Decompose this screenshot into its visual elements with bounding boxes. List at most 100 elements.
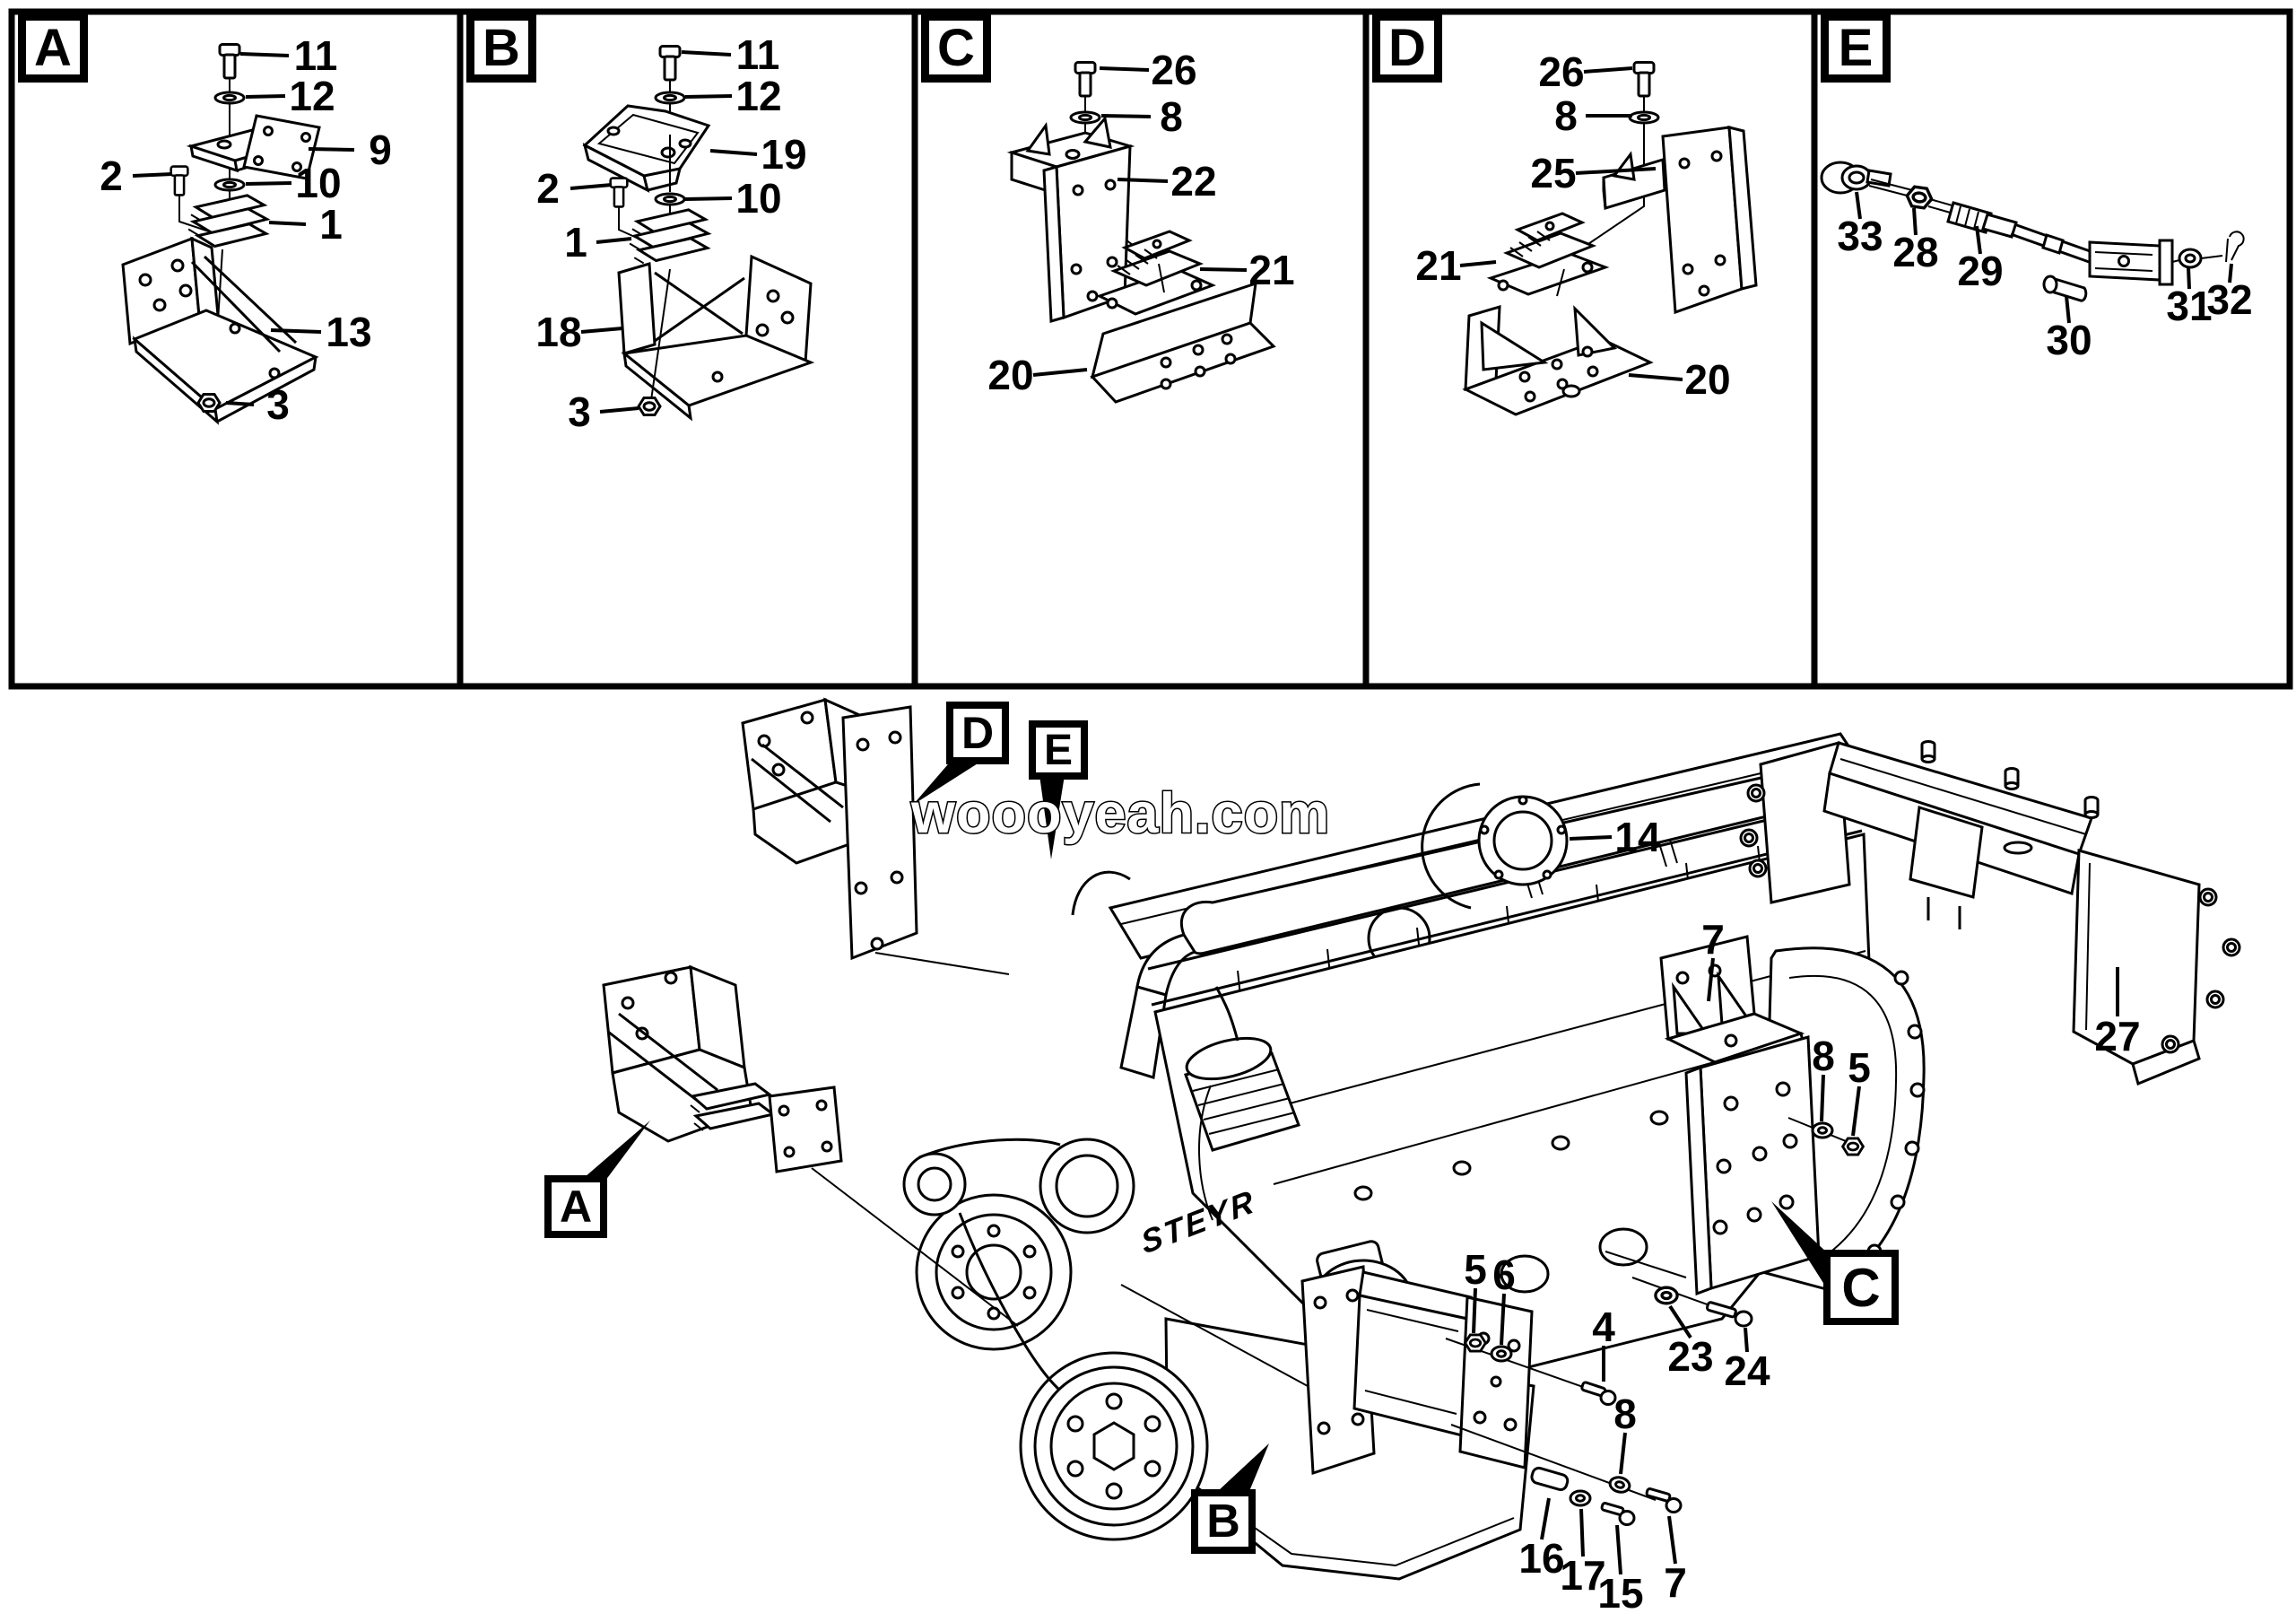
part-callout-6: 6 [1492,1251,1516,1298]
callout-leader-line [1707,957,1715,1002]
part-callout-1: 1 [319,201,343,248]
callout-leader-line [1199,267,1248,272]
part-callout-8: 8 [1613,1391,1637,1437]
callout-leader-line [1569,835,1613,841]
part-callout-20: 20 [987,352,1033,398]
callout-leader-line [245,181,292,186]
callout-leader-line [709,149,758,156]
part-callout-12: 12 [289,73,335,119]
callout-leader-line [1619,1432,1627,1475]
callout-leader-line [1472,1287,1477,1334]
callout-leader-line [580,327,623,334]
part-callout-28: 28 [1892,229,1938,275]
callout-leader-line [2187,266,2191,290]
callout-leader-line [1744,1327,1749,1353]
marker-letter: E [1043,726,1073,774]
part-callout-21: 21 [1248,247,1294,293]
part-callout-2: 2 [536,165,560,212]
panel-letter: A [34,18,72,77]
callout-leader-line [684,94,733,99]
part-callout-19: 19 [761,131,806,178]
part-callout-26: 26 [1538,48,1584,95]
callout-leader-line [570,183,613,190]
panel-label-d: D [1372,13,1442,83]
part-callout-23: 23 [1667,1333,1713,1380]
part-callout-10: 10 [735,175,781,222]
callout-leader-line [1459,260,1497,267]
panel-letter: D [1388,18,1426,77]
callout-leader-line [1851,1086,1861,1137]
panel-d-illustration [1462,61,1758,416]
callout-leader-line [1668,1304,1692,1339]
part-callout-21: 21 [1415,242,1461,289]
part-callout-26: 26 [1151,47,1196,93]
part-callout-31: 31 [2166,283,2212,329]
panel-b-illustration [582,45,815,422]
watermark-text: woooyeah.com [910,782,1330,845]
part-callout-8: 8 [1160,93,1183,140]
part-callout-8: 8 [1812,1033,1835,1079]
part-callout-33: 33 [1837,213,1883,259]
part-callout-22: 22 [1170,158,1216,205]
location-marker-e: E [1029,720,1088,780]
panel-grid [8,8,2293,690]
callout-leader-line [2065,295,2071,324]
part-callout-3: 3 [568,388,591,435]
part-callout-11: 11 [736,31,780,78]
callout-leader-line [1500,1293,1506,1346]
part-callout-9: 9 [369,126,392,173]
callout-leader-line [1117,178,1169,183]
callout-leader-line [1583,66,1633,74]
callout-leader-line [239,52,290,57]
part-callout-2: 2 [100,153,123,199]
panel-letter: B [483,18,520,77]
panel-label-a: A [18,13,88,83]
bracket-b-illustration [1120,1265,1683,1526]
part-callout-16: 16 [1518,1535,1564,1582]
part-callout-24: 24 [1724,1347,1770,1394]
callout-leader-line [1100,114,1152,118]
part-callout-20: 20 [1684,356,1730,403]
callout-leader-line [1575,167,1657,175]
callout-leader-line [681,50,732,57]
part-callout-29: 29 [1957,248,2003,294]
panel-label-c: C [921,13,991,83]
part-callout-3: 3 [266,381,290,428]
bracket-a-illustration [602,964,1019,1327]
callout-leader-line [596,237,632,244]
part-callout-5: 5 [1848,1044,1871,1091]
panel-letter: C [937,18,975,77]
panel-e-illustration [1820,161,2245,302]
callout-leader-line [1628,373,1683,381]
part-callout-4: 4 [1592,1304,1615,1350]
callout-leader-line [1032,368,1088,377]
part-callout-7: 7 [1664,1559,1687,1606]
bracket-d-illustration [741,697,1010,975]
part-callout-5: 5 [1464,1246,1487,1293]
bracket-c-illustration [1605,935,1865,1328]
callout-leader-line [1975,225,1982,255]
callout-leader-line [245,94,286,99]
marker-tails [585,758,1828,1496]
part-callout-18: 18 [535,309,581,355]
callout-leader-line [599,406,639,414]
location-marker-d: D [946,702,1009,764]
location-marker-c: C [1823,1250,1899,1325]
part-callout-14: 14 [1614,814,1661,860]
part-callout-27: 27 [2094,1013,2140,1060]
callout-leader-line [2228,263,2233,283]
callout-leader-line [1099,66,1150,72]
callout-leader-line [1667,1515,1677,1565]
callout-leader-line [225,401,255,406]
callout-leader-line [132,172,173,178]
panel-letter: E [1838,18,1874,77]
callout-leader-line [1540,1497,1551,1540]
part-callout-7: 7 [1701,916,1725,963]
part-callout-11: 11 [294,32,338,79]
marker-letter: D [961,708,995,758]
panel-a-illustration [121,43,321,425]
callout-leader-line [308,147,355,152]
